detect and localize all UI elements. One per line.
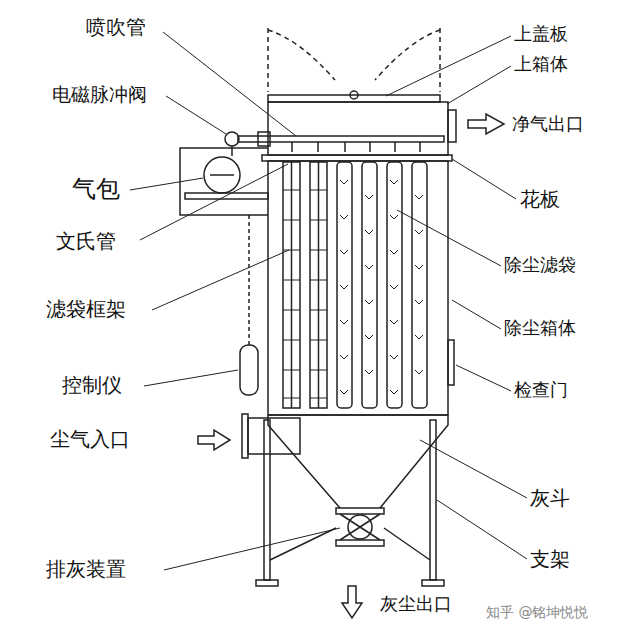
hopper: [268, 415, 340, 508]
part-label: 检查门: [514, 380, 568, 401]
part-label: 滤袋框架: [46, 298, 126, 321]
brace: [384, 528, 430, 560]
part-label: 电磁脉冲阀: [52, 84, 147, 106]
leader-lines: [130, 32, 527, 570]
gas-tank: [204, 157, 240, 193]
inlet-duct: [248, 418, 300, 454]
part-label: 气包: [72, 176, 120, 204]
nozzles: [292, 142, 420, 152]
part-label: 排灰装置: [46, 558, 126, 581]
dust-arrow: [342, 586, 362, 618]
part-label: 支架: [530, 548, 570, 571]
part-label: 尘气入口: [50, 428, 130, 451]
part-label: 灰尘出口: [380, 594, 452, 615]
part-label: 文氏管: [56, 230, 116, 253]
inspection-door: [448, 340, 454, 385]
pulse-valve: [225, 132, 239, 146]
valve-cross: [340, 514, 380, 540]
tube-sheet: [262, 155, 452, 161]
part-label: 上箱体: [514, 54, 568, 75]
upper-box: [268, 102, 448, 155]
valve-flange: [336, 508, 384, 514]
control-wire: [248, 215, 250, 345]
part-label: 灰斗: [530, 487, 570, 510]
lid-arc: [375, 30, 440, 80]
filter-bags: [337, 162, 427, 408]
support-leg: [430, 420, 436, 580]
hinge: [350, 91, 358, 99]
lid-dash: [439, 28, 441, 92]
inlet-arrow: [198, 430, 230, 450]
brace: [270, 528, 336, 560]
hopper-top: [268, 414, 448, 416]
blow-pipe: [238, 136, 444, 142]
outlet-flange: [448, 110, 456, 142]
controller: [240, 345, 258, 395]
watermark: 知乎 @铭坤悦悦: [486, 604, 588, 620]
part-label: 花板: [520, 188, 560, 211]
foot: [422, 580, 444, 586]
lid-arc: [268, 30, 335, 80]
lid-dash: [267, 28, 269, 92]
valve-flange: [336, 540, 384, 546]
part-label: 喷吹管: [86, 16, 146, 39]
hopper: [380, 415, 448, 508]
part-label: 上盖板: [514, 24, 568, 45]
valve-body: [258, 132, 270, 146]
dust-marks: [340, 180, 423, 394]
frame-rings: [283, 190, 327, 398]
inlet-flange: [242, 414, 248, 458]
part-label: 除尘滤袋: [504, 255, 576, 276]
bag-frames: [283, 162, 327, 408]
part-label: 净气出口: [512, 114, 584, 135]
part-label: 控制仪: [62, 374, 122, 397]
foot: [256, 580, 278, 586]
part-label: 除尘箱体: [504, 318, 576, 339]
outlet-arrow: [468, 114, 504, 134]
support-leg: [264, 420, 270, 580]
tank-line: [210, 174, 234, 176]
box-body: [268, 161, 448, 415]
